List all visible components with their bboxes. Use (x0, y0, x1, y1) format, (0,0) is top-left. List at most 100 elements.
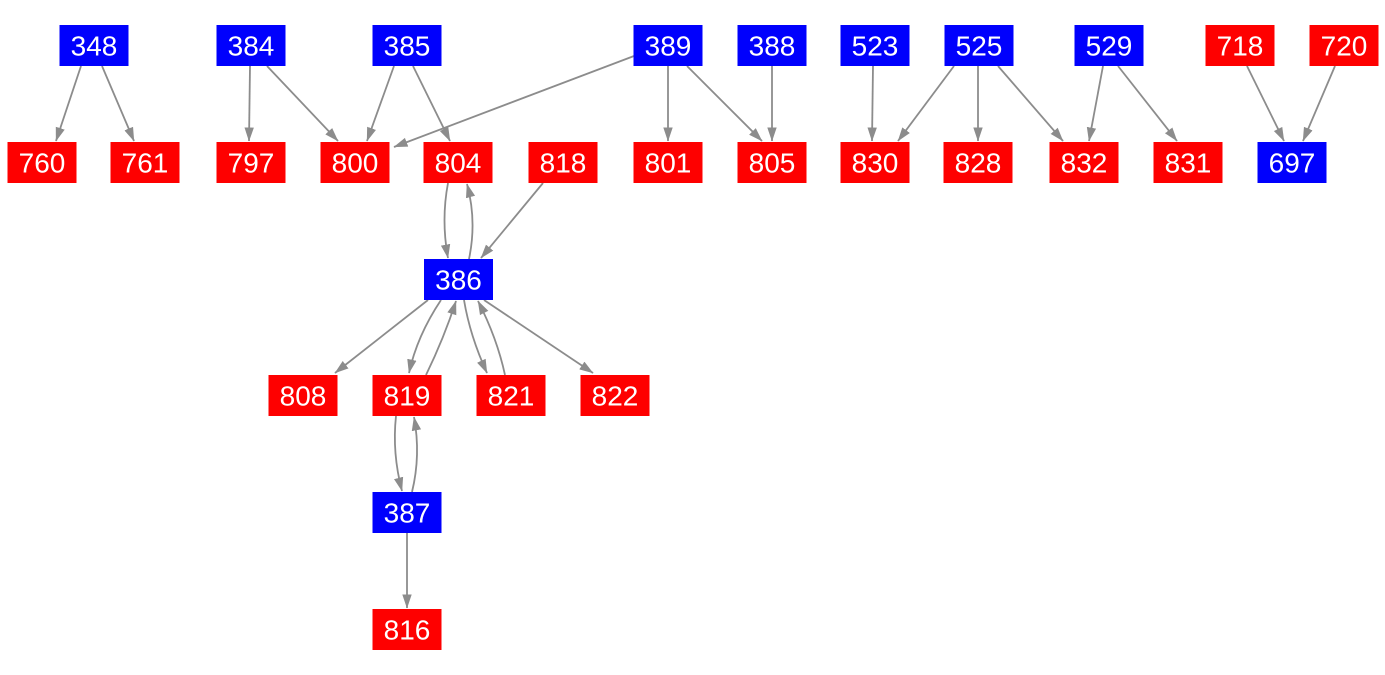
edge-387-819 (411, 416, 422, 493)
edge-386-808 (334, 299, 429, 374)
node-761-box (110, 142, 180, 183)
node-697: 697 (1257, 142, 1327, 183)
node-385-label: 385 (384, 31, 431, 62)
node-804: 804 (423, 142, 493, 183)
edge-525-830 (897, 65, 955, 142)
node-797-label: 797 (228, 148, 275, 179)
node-761-label: 761 (122, 148, 169, 179)
node-830-label: 830 (852, 148, 899, 179)
node-525: 525 (944, 25, 1014, 66)
node-797: 797 (216, 142, 286, 183)
node-720-box (1309, 25, 1379, 66)
node-797-box (216, 142, 286, 183)
edge-384-800 (266, 65, 339, 142)
node-819: 819 (372, 375, 442, 416)
node-385-box (372, 25, 442, 66)
edge-389-805 (686, 65, 763, 142)
edge-718-697 (1246, 65, 1285, 142)
node-828: 828 (943, 142, 1013, 183)
node-523-label: 523 (852, 31, 899, 62)
edge-386-804 (465, 183, 476, 260)
edge-389-800 (393, 55, 635, 148)
node-819-label: 819 (384, 381, 431, 412)
node-697-box (1257, 142, 1327, 183)
node-821-label: 821 (488, 381, 535, 412)
edge-348-761 (101, 65, 135, 142)
node-804-box (423, 142, 493, 183)
edge-804-386 (440, 182, 451, 259)
node-818-box (528, 142, 598, 183)
edge-386-822 (483, 299, 594, 374)
node-384-box (216, 25, 286, 66)
node-389-box (633, 25, 703, 66)
node-831-label: 831 (1165, 148, 1212, 179)
node-348-label: 348 (71, 31, 118, 62)
node-529-label: 529 (1086, 31, 1133, 62)
edge-720-697 (1302, 65, 1336, 142)
edge-525-832 (997, 65, 1064, 142)
node-830: 830 (840, 142, 910, 183)
node-821: 821 (476, 375, 546, 416)
node-808: 808 (268, 375, 338, 416)
node-389-label: 389 (645, 31, 692, 62)
node-760: 760 (7, 142, 77, 183)
node-808-box (268, 375, 338, 416)
node-805-box (737, 142, 807, 183)
node-387: 387 (372, 492, 442, 533)
node-529: 529 (1074, 25, 1144, 66)
edges-layer (55, 55, 1336, 609)
edge-529-832 (1086, 65, 1104, 142)
node-385: 385 (372, 25, 442, 66)
node-718-box (1205, 25, 1275, 66)
node-718-label: 718 (1217, 31, 1264, 62)
node-816-label: 816 (384, 615, 431, 646)
node-832-box (1049, 142, 1119, 183)
node-386-box (424, 259, 493, 300)
node-720-label: 720 (1321, 31, 1368, 62)
node-828-label: 828 (955, 148, 1002, 179)
edge-523-830 (867, 65, 877, 142)
node-697-label: 697 (1269, 148, 1316, 179)
node-831-box (1153, 142, 1223, 183)
edge-385-804 (412, 65, 451, 142)
node-800-label: 800 (332, 148, 379, 179)
node-384: 384 (216, 25, 286, 66)
edge-386-821 (463, 299, 488, 374)
node-387-box (372, 492, 442, 533)
node-808-label: 808 (280, 381, 327, 412)
node-760-box (7, 142, 77, 183)
node-800: 800 (320, 142, 390, 183)
node-761: 761 (110, 142, 180, 183)
node-822-box (580, 375, 650, 416)
node-816-box (372, 609, 442, 650)
node-760-label: 760 (19, 148, 66, 179)
node-388: 388 (737, 25, 807, 66)
node-718: 718 (1205, 25, 1275, 66)
node-525-label: 525 (956, 31, 1003, 62)
edge-386-819 (407, 299, 442, 374)
edge-529-831 (1117, 65, 1178, 142)
node-801-label: 801 (645, 148, 692, 179)
edge-821-386 (477, 300, 506, 376)
node-386-label: 386 (435, 265, 482, 296)
node-384-label: 384 (228, 31, 275, 62)
node-348-box (59, 25, 129, 66)
node-720: 720 (1309, 25, 1379, 66)
nodes-layer: 348 384 385 389 388 523 525 529 718 720 760 761 797 8… (7, 25, 1379, 650)
node-830-box (840, 142, 910, 183)
node-805-label: 805 (749, 148, 796, 179)
node-389: 389 (633, 25, 703, 66)
node-801-box (633, 142, 703, 183)
node-822: 822 (580, 375, 650, 416)
node-529-box (1074, 25, 1144, 66)
node-386: 386 (424, 259, 493, 300)
node-818: 818 (528, 142, 598, 183)
node-832: 832 (1049, 142, 1119, 183)
edge-819-387 (393, 415, 404, 492)
node-819-box (372, 375, 442, 416)
node-831: 831 (1153, 142, 1223, 183)
node-523-box (840, 25, 910, 66)
node-804-label: 804 (435, 148, 482, 179)
node-388-box (737, 25, 807, 66)
